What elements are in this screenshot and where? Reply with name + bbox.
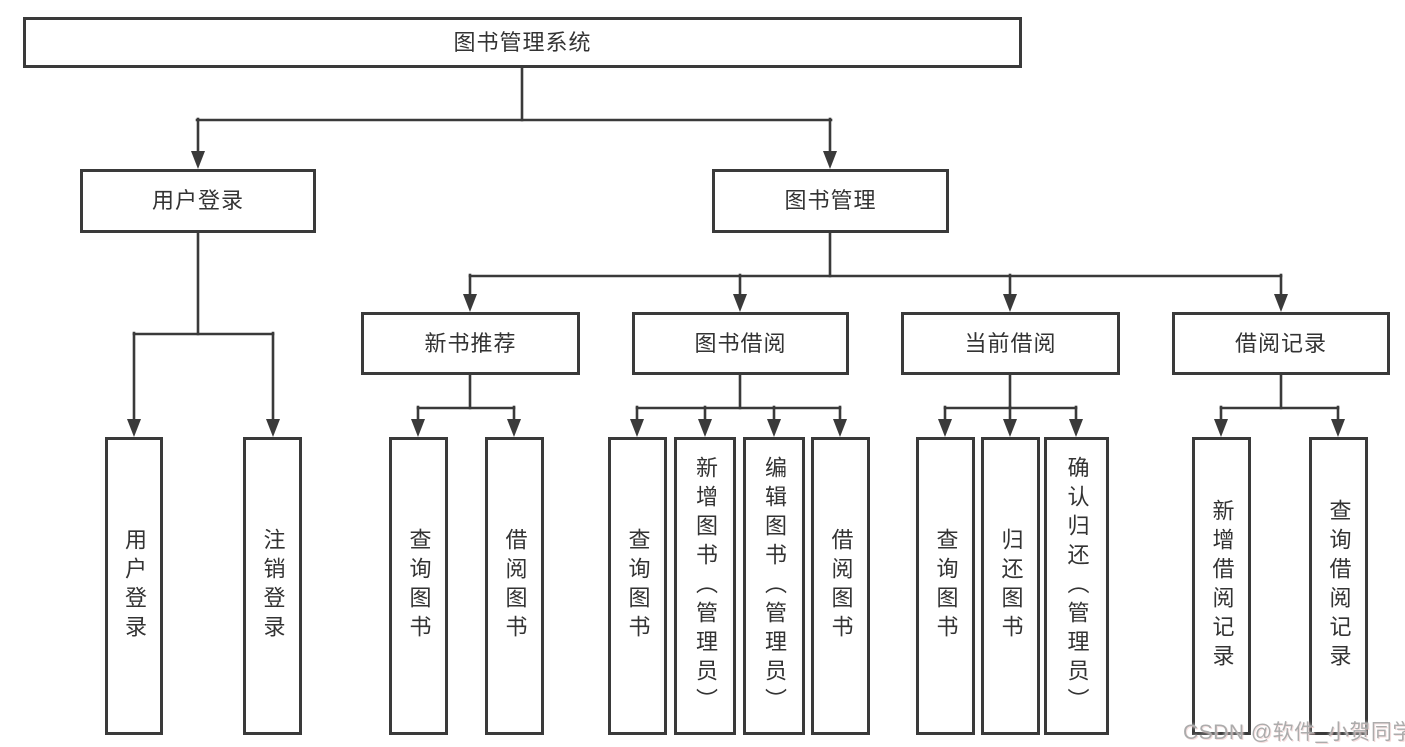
node-book-borrowing: 图书借阅 — [632, 312, 849, 375]
leaf-query-books-current: 查询图书 — [916, 437, 975, 735]
leaf-user-login: 用户登录 — [105, 437, 163, 735]
leaf-add-books-admin: 新增图书（管理员） — [674, 437, 736, 735]
leaf-query-books-recommend: 查询图书 — [389, 437, 448, 735]
leaf-borrow-books-recommend: 借阅图书 — [485, 437, 544, 735]
node-borrowing-records: 借阅记录 — [1172, 312, 1390, 375]
node-current-borrowing: 当前借阅 — [901, 312, 1120, 375]
node-user-login: 用户登录 — [80, 169, 316, 233]
leaf-add-borrow-record: 新增借阅记录 — [1192, 437, 1251, 735]
watermark: CSDN @软件_小贺同学 — [1183, 721, 1405, 744]
leaf-logout: 注销登录 — [243, 437, 302, 735]
leaf-borrow-books-borrowing: 借阅图书 — [811, 437, 870, 735]
node-root: 图书管理系统 — [23, 17, 1022, 68]
node-new-book-recommendation: 新书推荐 — [361, 312, 580, 375]
leaf-return-books: 归还图书 — [981, 437, 1040, 735]
leaf-confirm-return-admin: 确认归还（管理员） — [1044, 437, 1109, 735]
leaf-query-borrow-record: 查询借阅记录 — [1309, 437, 1368, 735]
leaf-edit-books-admin: 编辑图书（管理员） — [743, 437, 805, 735]
node-book-management: 图书管理 — [712, 169, 949, 233]
leaf-query-books-borrowing: 查询图书 — [608, 437, 667, 735]
